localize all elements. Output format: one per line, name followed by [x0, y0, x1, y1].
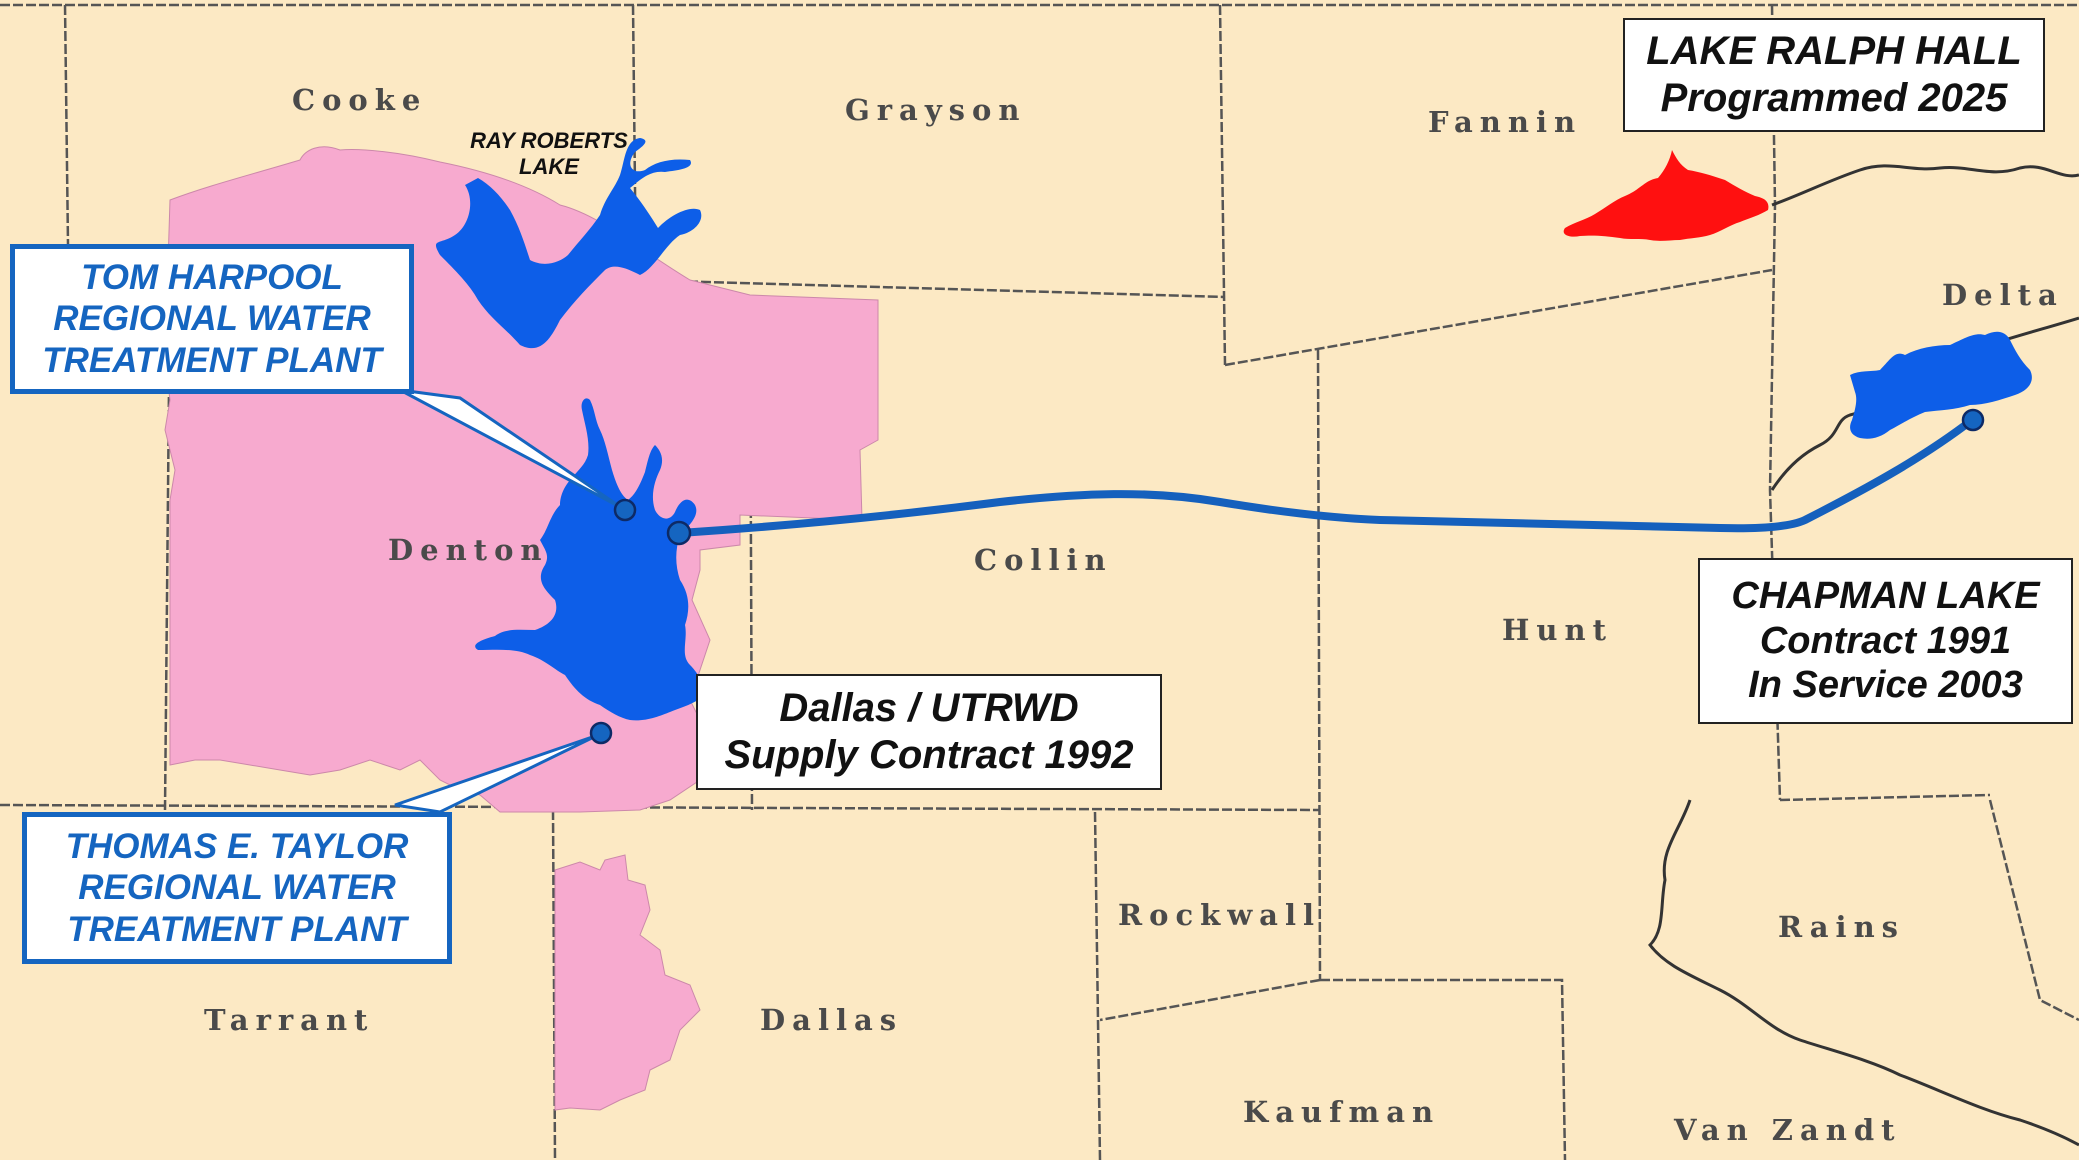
callout-lake-ralph-hall: LAKE RALPH HALL Programmed 2025: [1623, 18, 2045, 132]
callout-tom-harpool: TOM HARPOOL REGIONAL WATER TREATMENT PLA…: [10, 244, 414, 394]
lakes: [435, 138, 2032, 721]
callout-ralph-hall-status: Programmed 2025: [1660, 76, 2008, 120]
pipeline-route: [676, 416, 1976, 537]
callout-dallas-contract: Supply Contract 1992: [724, 733, 1134, 777]
lake-label-line-1: RAY ROBERTS: [470, 128, 628, 153]
callout-taylor-line-3: TREATMENT PLANT: [67, 909, 407, 949]
callout-ralph-hall-title: LAKE RALPH HALL: [1646, 28, 2022, 73]
callout-harpool-line-3: TREATMENT PLANT: [42, 340, 382, 380]
callout-harpool-line-2: REGIONAL WATER: [53, 299, 371, 339]
marker-intake: [666, 520, 692, 546]
county-label-tarrant: Tarrant: [204, 1003, 374, 1037]
callout-dallas-utrwd: Dallas / UTRWD Supply Contract 1992: [696, 674, 1162, 790]
county-label-kaufman: Kaufman: [1243, 1095, 1440, 1129]
callout-chapman-lake: CHAPMAN LAKE Contract 1991 In Service 20…: [1698, 558, 2073, 724]
callout-chapman-title: CHAPMAN LAKE: [1731, 574, 2040, 617]
lake-chapman: [1850, 331, 2032, 439]
lake-ralph-hall: [1563, 150, 1769, 241]
county-label-collin: Collin: [974, 543, 1113, 577]
callout-thomas-taylor: THOMAS E. TAYLOR REGIONAL WATER TREATMEN…: [22, 812, 452, 964]
county-label-hunt: Hunt: [1502, 613, 1613, 647]
callout-taylor-line-1: THOMAS E. TAYLOR: [65, 827, 409, 867]
county-label-grayson: Grayson: [845, 93, 1026, 127]
county-label-cooke: Cooke: [292, 83, 427, 117]
county-labels: Cooke Grayson Fannin Delta Denton Collin…: [204, 83, 2064, 1147]
callout-chapman-service: In Service 2003: [1748, 664, 2023, 707]
facility-markers: [589, 408, 1985, 745]
callout-leaders: [394, 388, 623, 814]
county-label-denton: Denton: [388, 533, 549, 567]
county-label-van-zandt: Van Zandt: [1673, 1113, 1902, 1147]
lake-ray-roberts: [435, 138, 702, 349]
county-label-fannin: Fannin: [1428, 105, 1582, 139]
lake-label-line-2: LAKE: [519, 154, 579, 180]
lake-label-ray-roberts: RAY ROBERTS LAKE: [454, 128, 644, 181]
county-label-rockwall: Rockwall: [1118, 898, 1321, 932]
callout-chapman-contract: Contract 1991: [1759, 619, 2012, 662]
county-label-delta: Delta: [1942, 278, 2064, 312]
county-label-dallas: Dallas: [760, 1003, 903, 1037]
callout-dallas-title: Dallas / UTRWD: [779, 685, 1079, 730]
lake-lewisville: [475, 398, 703, 721]
county-label-rains: Rains: [1778, 910, 1905, 944]
callout-harpool-line-1: TOM HARPOOL: [81, 258, 343, 298]
marker-thomas-taylor: [589, 721, 613, 745]
marker-chapman-intake: [1961, 408, 1985, 432]
marker-tom-harpool: [613, 498, 637, 522]
callout-taylor-line-2: REGIONAL WATER: [78, 868, 396, 908]
